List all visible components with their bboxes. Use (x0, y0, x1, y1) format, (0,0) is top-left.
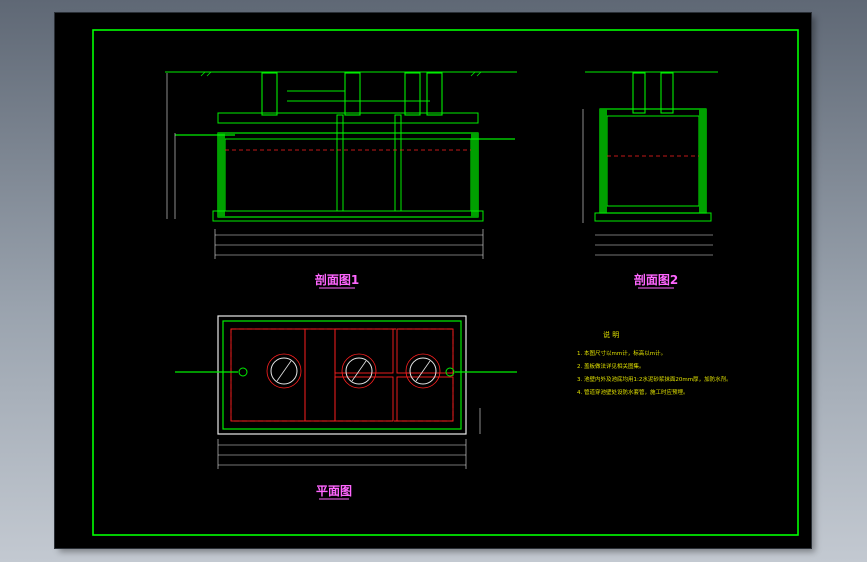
design-notes: 说 明 1. 本图尺寸以mm计，标高以m计。 2. 盖板做法详见相关图集。 3.… (577, 330, 732, 396)
manhole-shaft (261, 72, 278, 116)
plan-view (175, 315, 517, 469)
manhole-shaft (344, 72, 361, 116)
tank-outline (599, 108, 707, 214)
section-1-view (165, 71, 517, 259)
manhole-shaft (404, 72, 421, 116)
note-line: 3. 池壁内外及池底均用1:2水泥砂浆抹面20mm厚，加防水剂。 (577, 375, 732, 383)
manhole-shaft (660, 72, 674, 114)
note-line: 4. 管道穿池壁处设防水套管，施工时应预埋。 (577, 388, 689, 396)
drawing-border (92, 29, 799, 536)
partition-wall (336, 114, 344, 212)
manhole-cover (270, 357, 298, 385)
partition-wall (394, 114, 402, 212)
plan-outer-wall (217, 315, 467, 435)
manhole-cover (345, 357, 373, 385)
note-line: 1. 本图尺寸以mm计，标高以m计。 (577, 349, 666, 357)
plan-title: 平面图 (316, 484, 352, 498)
drawing-canvas[interactable]: 剖面图1 剖面图2 平面图 说 明 1. 本图尺寸以mm计，标高以m计。 2. … (55, 13, 811, 548)
manhole-shaft (426, 72, 443, 116)
notes-title: 说 明 (603, 330, 619, 339)
plan-inner-wall (222, 320, 462, 430)
section-2-title: 剖面图2 (634, 272, 678, 287)
manhole-cover (409, 357, 437, 385)
note-line: 2. 盖板做法详见相关图集。 (577, 362, 645, 370)
hidden-outline (230, 328, 454, 422)
section-2-view (582, 71, 718, 256)
drawing-sheet[interactable]: 剖面图1 剖面图2 平面图 说 明 1. 本图尺寸以mm计，标高以m计。 2. … (55, 13, 811, 548)
tank-outline (217, 132, 479, 218)
manhole-shaft (632, 72, 646, 114)
section-1-title: 剖面图1 (315, 272, 359, 287)
